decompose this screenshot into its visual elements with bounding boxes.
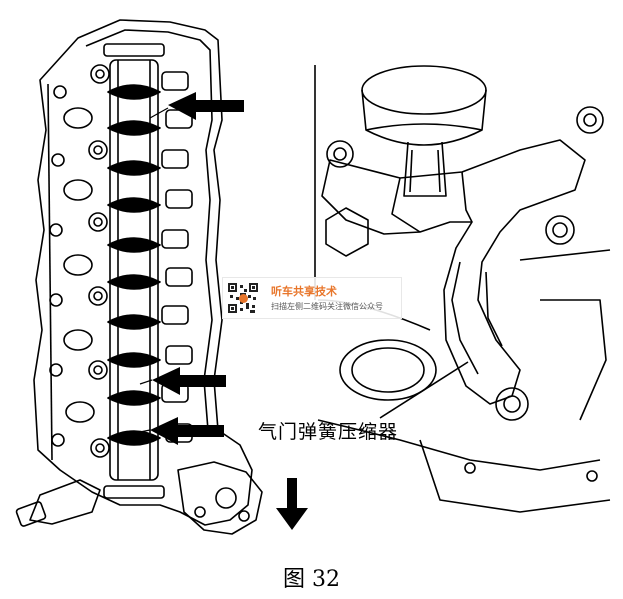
- pointer-arrows: [139, 92, 244, 445]
- watermark-title: 听车共享技术: [271, 285, 337, 298]
- watermark-logo-icon: [239, 294, 248, 303]
- cylinder-head-drawing: [15, 19, 263, 535]
- callout-valve-spring-compressor: 气门弹簧压缩器: [258, 421, 399, 443]
- watermark-subtitle: 扫描左侧二维码关注微信公众号: [271, 302, 383, 311]
- down-arrow-icon: [276, 478, 308, 530]
- pointer-arrow-top: [168, 92, 244, 120]
- figure-caption: 图 32: [283, 567, 340, 592]
- pointer-arrow-lower: [150, 417, 224, 445]
- pointer-arrow-middle: [152, 367, 226, 395]
- compressor-closeup-drawing: [314, 65, 611, 513]
- watermark: 听车共享技术 扫描左侧二维码关注微信公众号: [222, 277, 402, 319]
